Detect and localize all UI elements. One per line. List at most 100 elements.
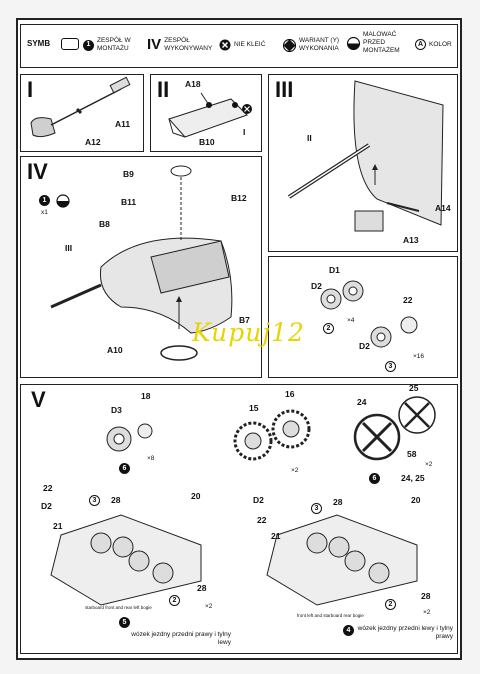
part-label: 28 — [111, 495, 121, 505]
step-4-icon: 4 — [343, 625, 354, 636]
legend-label: MALOWAĆ PRZED MONTAŻEM — [363, 31, 400, 54]
part-label: B12 — [231, 193, 247, 203]
part-label: A12 — [85, 137, 101, 147]
part-label: D3 — [111, 405, 122, 415]
wheels-panel: D1 D2 D2 22 2 ×4 3 ×16 — [268, 256, 458, 378]
part-label: D2 — [311, 281, 322, 291]
count-label: ×16 — [413, 353, 425, 360]
part-label: A14 — [435, 203, 451, 213]
part-label: 20 — [411, 495, 421, 505]
part-label: A13 — [403, 235, 419, 245]
step-6-icon: 6 — [369, 473, 380, 484]
part-label: 28 — [197, 583, 207, 593]
part-label: B11 — [121, 197, 137, 207]
part-label: 22 — [257, 515, 267, 525]
step-4-panel: IV 1 x1 B9 B11 B12 B8 III B7 A10 — [20, 156, 262, 378]
step-3-icon: 3 — [385, 361, 396, 372]
step-5-icon: 5 — [119, 617, 130, 628]
step-1-panel: I A11 A12 — [20, 74, 144, 152]
part-label: B8 — [99, 219, 110, 229]
bogie-caption: wózek jezdny przedni lewy i tylny prawy — [357, 625, 453, 640]
step-4-drawing — [50, 165, 233, 361]
count-label: ×8 — [147, 455, 155, 462]
legend-label: NIE KLEIĆ — [234, 41, 266, 48]
step-2-panel: II A18 B10 I — [150, 74, 262, 152]
part-label: I — [243, 127, 246, 137]
legend-label: WARIANT (Y) WYKONANIA — [299, 37, 340, 52]
count-label: ×2 — [291, 467, 299, 474]
legend-badge-icon — [61, 38, 79, 50]
count-label: ×2 — [423, 609, 431, 616]
part-label: 25 — [409, 383, 419, 393]
legend-item-no-glue: NIE KLEIĆ — [219, 39, 265, 51]
step-5-panel: V D3 18 15 16 24 25 58 6 ×8 ×2 6 24, 25 … — [20, 383, 458, 654]
bogie-note: front left and starboard rear bogie — [297, 613, 364, 618]
count-label: ×2 — [205, 603, 213, 610]
part-label: B7 — [239, 315, 250, 325]
step-2-drawing — [168, 92, 252, 138]
step-3-panel: III II A14 A13 — [268, 74, 458, 252]
legend-label: ZESPÓŁ WYKONYWANY — [164, 37, 213, 52]
part-label: D1 — [329, 265, 340, 275]
legend-title: SYMB — [27, 39, 51, 48]
legend-item-variant: WARIANT (Y) WYKONANIA — [283, 37, 345, 53]
step-numeral: II — [157, 77, 170, 102]
part-label: 58 — [407, 449, 417, 459]
part-label: 20 — [191, 491, 201, 501]
step-number-icon: 1 — [83, 39, 94, 51]
step-5-drawing — [50, 396, 436, 606]
part-label: A11 — [115, 119, 131, 129]
legend-item-color: A KOLOR — [415, 39, 452, 50]
step-numeral: I — [27, 77, 34, 102]
bogie-note: starboard front and rear left bogie — [85, 605, 152, 610]
part-label: D2 — [253, 495, 264, 505]
step-1-drawing — [30, 76, 131, 138]
bogie-caption: wózek jezdny przedni prawy i tylny lewy — [131, 631, 231, 646]
roman-numeral-icon: IV — [147, 36, 162, 53]
legend-label: ZESPÓŁ W MONTAŻU — [97, 37, 131, 52]
part-label: A10 — [107, 345, 123, 355]
count-label: ×4 — [347, 317, 355, 324]
legend-item-assembly: 1 ZESPÓŁ W MONTAŻU — [83, 37, 147, 53]
count-label: ×2 — [425, 461, 433, 468]
part-label: 18 — [141, 391, 151, 401]
part-label: B10 — [199, 137, 215, 147]
part-label: 21 — [271, 531, 281, 541]
step-3-icon: 3 — [311, 503, 322, 514]
watermark: Kupuj12 — [192, 318, 305, 347]
part-label: 28 — [421, 591, 431, 601]
variant-icon — [283, 38, 296, 52]
step-numeral: V — [31, 387, 46, 412]
step-numeral: IV — [27, 159, 48, 184]
part-label: D2 — [359, 341, 370, 351]
step-2-icon: 2 — [323, 323, 334, 334]
step-2-icon: 2 — [169, 595, 180, 606]
legend-item-subassembly: IV ZESPÓŁ WYKONYWANY — [147, 37, 220, 53]
step-3-icon: 3 — [89, 495, 100, 506]
part-label: II — [307, 133, 312, 143]
wheels-drawing — [320, 280, 418, 348]
part-label: 28 — [333, 497, 343, 507]
symbol-legend: SYMB 1 ZESPÓŁ W MONTAŻU IV ZESPÓŁ WYKONY… — [20, 24, 458, 68]
part-label: 22 — [403, 295, 413, 305]
step-2-icon: 2 — [385, 599, 396, 610]
part-label: B9 — [123, 169, 134, 179]
legend-item-paint: MALOWAĆ PRZED MONTAŻEM — [347, 31, 403, 55]
part-label: 22 — [43, 483, 53, 493]
legend-label: KOLOR — [429, 40, 452, 48]
part-label: A18 — [185, 79, 201, 89]
assembly-1-icon: 1 — [39, 195, 50, 206]
color-icon: A — [415, 39, 426, 50]
multiplier: x1 — [41, 209, 48, 216]
part-label: 24, 25 — [401, 473, 425, 483]
no-glue-icon — [219, 39, 231, 51]
step-3-drawing — [287, 80, 444, 232]
part-label: 15 — [249, 403, 259, 413]
step-numeral: III — [275, 77, 294, 102]
part-label: III — [65, 243, 73, 253]
part-label: 16 — [285, 389, 295, 399]
part-label: D2 — [41, 501, 52, 511]
step-6-icon: 6 — [119, 463, 130, 474]
part-label: 21 — [53, 521, 63, 531]
part-label: 24 — [357, 397, 367, 407]
